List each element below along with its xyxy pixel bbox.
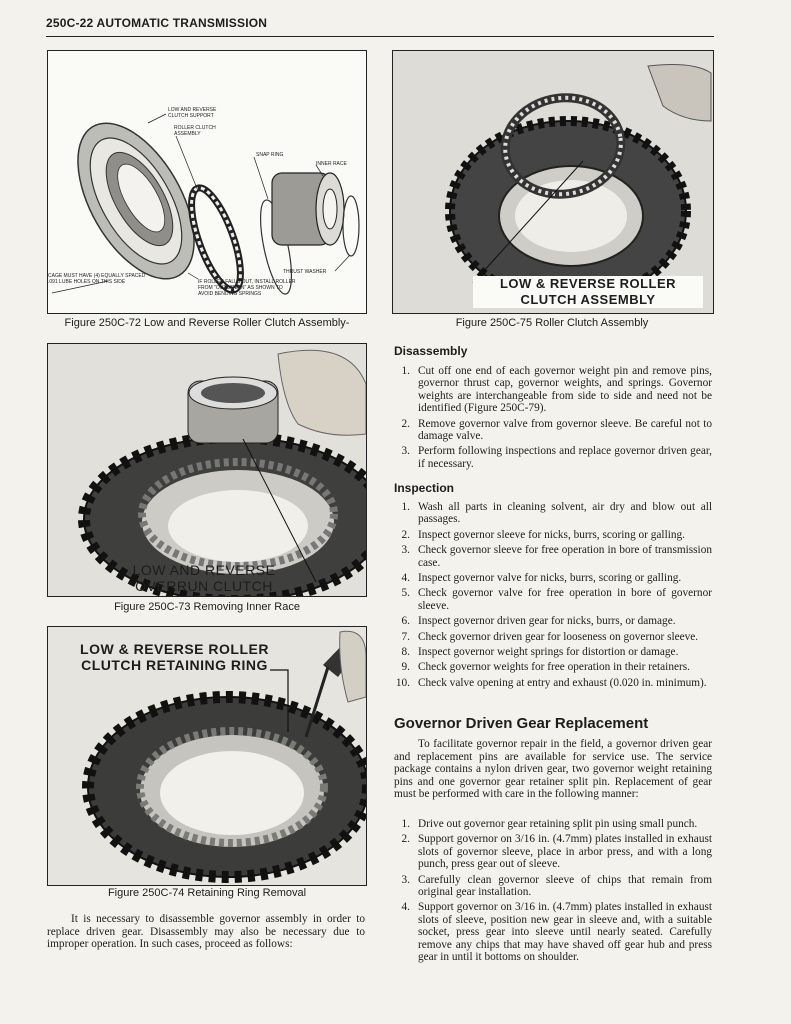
figure-75-callout-line2: CLUTCH ASSEMBLY (520, 292, 656, 307)
inspection-step: 5. Check governor valve for free operatio… (394, 587, 712, 612)
step-number: 10. (395, 676, 410, 689)
roller-clutch-photo (393, 51, 713, 313)
step-text: Check governor valve for free operation … (418, 587, 712, 612)
inspection-step: 1. Wash all parts in cleaning solvent, ai… (394, 501, 712, 526)
inspection-step: 10. Check valve opening at entry and exha… (394, 677, 712, 689)
step-text: Drive out governor gear retaining split … (418, 818, 698, 830)
step-text: Support governor on 3/16 in. (4.7mm) pla… (418, 901, 712, 964)
step-number: 6. (401, 615, 410, 628)
figure-74-callout: LOW & REVERSE ROLLER CLUTCH RETAINING RI… (62, 641, 287, 673)
step-text: Inspect governor driven gear for nicks, … (418, 615, 676, 628)
header-rule (46, 36, 714, 37)
figure-75-callout-line1: LOW & REVERSE ROLLER (499, 276, 677, 291)
figure-73-callout-line2: OVERRUN CLUTCH RACE (135, 578, 273, 596)
intro-paragraph: It is necessary to disassemble governor … (47, 913, 365, 950)
inspection-steps: 1. Wash all parts in cleaning solvent, ai… (394, 501, 712, 692)
replacement-step: 2. Support governor on 3/16 in. (4.7mm) p… (394, 833, 712, 870)
figure-74-callout-line2: CLUTCH RETAINING RING (81, 657, 268, 673)
figure-73: LOW AND REVERSE OVERRUN CLUTCH RACE (47, 343, 367, 597)
step-text: Check valve opening at entry and exhaust… (418, 676, 707, 689)
figure-75-caption: Figure 250C-75 Roller Clutch Assembly (455, 317, 649, 329)
inspection-step: 8. Inspect governor weight springs for di… (394, 646, 712, 658)
figure-74-caption: Figure 250C-74 Retaining Ring Removal (107, 887, 307, 899)
figure-73-callout-line1: LOW AND REVERSE (132, 562, 276, 578)
step-number: 1. (401, 501, 410, 513)
replacement-steps: 1. Drive out governor gear retaining spli… (394, 818, 712, 966)
step-text: Inspect governor valve for nicks, burrs,… (418, 572, 682, 585)
inspection-heading: Inspection (394, 481, 455, 495)
step-text: Remove governor valve from governor slee… (418, 417, 712, 443)
figure-72: LOW AND REVERSE CLUTCH SUPPORT ROLLER CL… (47, 50, 367, 314)
disassembly-steps: 1. Cut off one end of each governor weigh… (394, 365, 712, 473)
step-number: 3. (401, 873, 410, 886)
inspection-step: 6. Inspect governor driven gear for nicks… (394, 615, 712, 627)
replacement-intro: To facilitate governor repair in the fie… (394, 738, 712, 800)
label-support: LOW AND REVERSE CLUTCH SUPPORT (168, 107, 217, 119)
step-text: Support governor on 3/16 in. (4.7mm) pla… (418, 833, 712, 871)
inspection-step: 2. Inspect governor sleeve for nicks, bur… (394, 529, 712, 541)
step-text: Carefully clean governor sleeve of chips… (418, 873, 712, 899)
step-number: 2. (401, 417, 410, 430)
label-thrust-washer: THRUST WASHER (283, 269, 327, 275)
step-text: Cut off one end of each governor weight … (418, 365, 712, 415)
step-number: 5. (401, 587, 410, 600)
inspection-step: 4. Inspect governor valve for nicks, burr… (394, 572, 712, 584)
figure-73-callout: LOW AND REVERSE OVERRUN CLUTCH RACE (114, 562, 294, 596)
exploded-clutch-illustration (51, 113, 360, 295)
step-number: 1. (401, 818, 410, 830)
figure-75: LOW & REVERSE ROLLER CLUTCH ASSEMBLY (392, 50, 714, 314)
replacement-step: 1. Drive out governor gear retaining spli… (394, 818, 712, 830)
retaining-ring-removal-photo (48, 627, 366, 885)
step-number: 9. (401, 661, 410, 674)
step-number: 1. (401, 365, 410, 377)
figure-73-caption: Figure 250C-73 Removing Inner Race (114, 601, 300, 613)
step-text: Inspect governor weight springs for dist… (418, 646, 679, 659)
page-header: 250C-22 AUTOMATIC TRANSMISSION (46, 16, 268, 30)
disassembly-step: 1. Cut off one end of each governor weigh… (394, 365, 712, 415)
step-number: 4. (401, 901, 410, 914)
step-number: 3. (401, 445, 410, 458)
disassembly-heading: Disassembly (394, 344, 468, 358)
inspection-step: 3. Check governor sleeve for free operati… (394, 544, 712, 569)
inner-race-removal-photo (48, 344, 366, 596)
figure-72-caption: Figure 250C-72 Low and Reverse Roller Cl… (64, 317, 350, 329)
replacement-heading: Governor Driven Gear Replacement (394, 715, 649, 732)
label-roller-note: IF ROLLER FALLS OUT, INSTALL ROLLER FROM… (198, 279, 296, 297)
step-number: 8. (401, 646, 410, 659)
figure-74: LOW & REVERSE ROLLER CLUTCH RETAINING RI… (47, 626, 367, 886)
step-text: Check governor driven gear for looseness… (418, 630, 699, 643)
replacement-step: 4. Support governor on 3/16 in. (4.7mm) p… (394, 901, 712, 963)
figure-74-callout-line1: LOW & REVERSE ROLLER (80, 641, 269, 657)
step-text: Inspect governor sleeve for nicks, burrs… (418, 528, 685, 541)
label-roller: ROLLER CLUTCH ASSEMBLY (174, 125, 216, 137)
inspection-step: 9. Check governor weights for free operat… (394, 661, 712, 673)
step-text: Check governor weights for free operatio… (418, 661, 690, 674)
step-text: Wash all parts in cleaning solvent, air … (418, 501, 712, 526)
step-number: 2. (401, 528, 410, 541)
step-number: 3. (401, 544, 410, 557)
label-snap-ring: SNAP RING (256, 152, 284, 158)
disassembly-step: 3. Perform following inspections and repl… (394, 445, 712, 470)
disassembly-step: 2. Remove governor valve from governor sl… (394, 418, 712, 443)
step-number: 2. (401, 833, 410, 846)
step-number: 7. (401, 630, 410, 643)
step-number: 4. (401, 572, 410, 585)
step-text: Perform following inspections and replac… (418, 445, 712, 470)
label-cage-note: CAGE MUST HAVE (4) EQUALLY SPACED .091 L… (48, 273, 146, 285)
figure-75-callout: LOW & REVERSE ROLLER CLUTCH ASSEMBLY (473, 276, 703, 308)
replacement-step: 3. Carefully clean governor sleeve of chi… (394, 874, 712, 899)
step-text: Check governor sleeve for free operation… (418, 544, 712, 569)
label-inner-race: INNER RACE (316, 161, 347, 167)
inspection-step: 7. Check governor driven gear for loosene… (394, 631, 712, 643)
